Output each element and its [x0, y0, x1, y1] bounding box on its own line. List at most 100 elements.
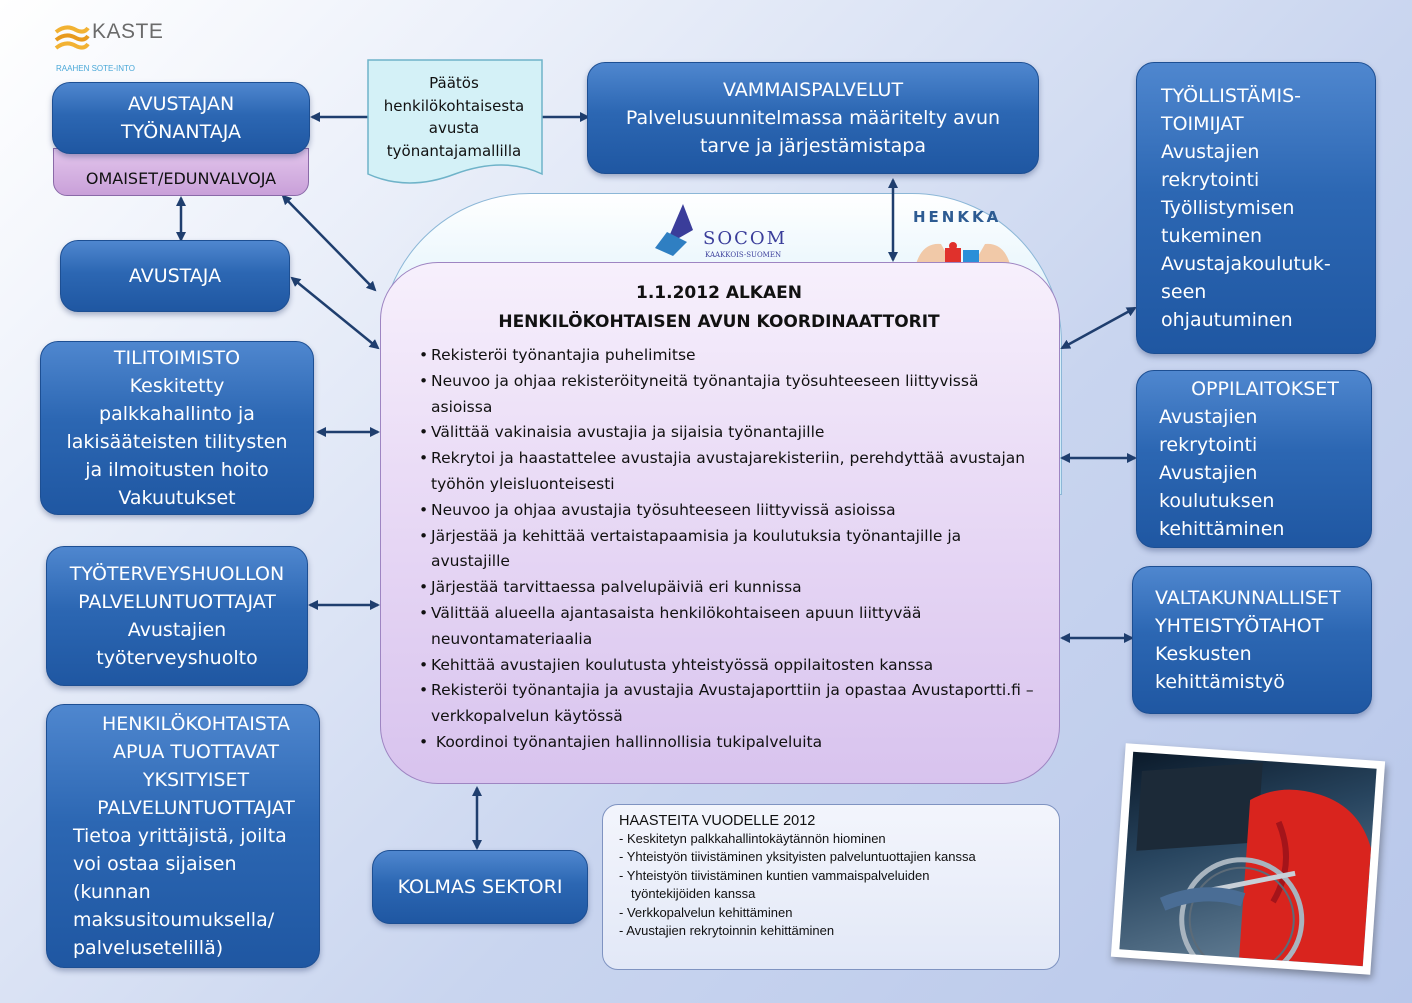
- kaste-logo-sub: RAAHEN SOTE-INTO: [56, 64, 135, 73]
- wheelchair-photo: [1110, 743, 1386, 975]
- haaste-item: - Yhteistyön tiivistäminen yksityisten p…: [619, 849, 976, 865]
- box-title: TILITOIMISTO: [113, 347, 241, 369]
- haasteita-title: HAASTEITA VUODELLE 2012: [619, 813, 816, 829]
- task-item: Järjestää tarvittaessa palvelupäiviä eri…: [417, 575, 1039, 601]
- box-line: palvelusetelillä): [73, 937, 224, 959]
- box-title: TOIMIJAT: [1161, 113, 1244, 135]
- box-line: Palvelusuunnitelmassa määritelty avun: [625, 107, 1001, 129]
- task-item: Rekisteröi työnantajia puhelimitse: [417, 343, 1039, 369]
- wheelchair-photo-image: [1119, 751, 1377, 967]
- box-title: YHTEISTYÖTAHOT: [1155, 615, 1324, 637]
- center-subtitle: HENKILÖKOHTAISEN AVUN KOORDINAATTORIT: [498, 312, 940, 332]
- box-line: palkkahallinto ja: [99, 403, 255, 425]
- haaste-item: - Keskitetyn palkkahallintokäytännön hio…: [619, 831, 886, 846]
- paatos-line: henkilökohtaisesta: [383, 96, 525, 115]
- box-title: APUA TUOTTAVAT: [113, 741, 279, 763]
- box-line: lakisääteisten tilitysten: [66, 431, 288, 453]
- avustaja-box: AVUSTAJA: [60, 240, 290, 312]
- kaste-logo-name: KASTE: [92, 20, 164, 43]
- box-line: seen: [1161, 281, 1207, 303]
- omaiset-edunvalvoja-box: OMAISET/EDUNVALVOJA: [53, 148, 309, 196]
- tilitoimisto-box: TILITOIMISTO Keskitetty palkkahallinto j…: [40, 341, 314, 515]
- box-title: VAMMAISPALVELUT: [722, 79, 904, 101]
- box-title: VALTAKUNNALLISET: [1155, 587, 1341, 609]
- haaste-item: - Avustajien rekrytoinnin kehittäminen: [619, 923, 835, 939]
- box-line: Keskusten: [1155, 643, 1252, 665]
- box-line: tarve ja järjestämistapa: [699, 135, 926, 157]
- valtakunnalliset-box: VALTAKUNNALLISET YHTEISTYÖTAHOT Keskuste…: [1132, 566, 1372, 714]
- avustajan-tyonantaja-box: AVUSTAJAN TYÖNANTAJA: [52, 82, 310, 154]
- box-line: rekrytointi: [1159, 434, 1258, 456]
- task-list: Rekisteröi työnantajia puhelimitse Neuvo…: [417, 343, 1039, 756]
- henkka-logo-name: HENKKA: [913, 208, 1002, 226]
- task-item: Neuvoo ja ohjaa avustajia työsuhteeseen …: [417, 498, 1039, 524]
- paatos-text: Päätös henkilökohtaisesta avusta työnant…: [368, 72, 540, 162]
- tyoterveys-box: TYÖTERVEYSHUOLLON PALVELUNTUOTTAJAT Avus…: [46, 546, 308, 686]
- box-line: TYÖNANTAJA: [121, 121, 241, 143]
- kolmas-sektori-box: KOLMAS SEKTORI: [372, 850, 588, 924]
- box-line: Avustajien: [127, 619, 227, 641]
- oppilaitokset-box: OPPILAITOKSET Avustajien rekrytointi Avu…: [1136, 370, 1372, 548]
- omaiset-label: OMAISET/EDUNVALVOJA: [85, 169, 277, 188]
- socom-logo-sub: KAAKKOIS-SUOMEN: [705, 251, 782, 259]
- haasteita-box: HAASTEITA VUODELLE 2012 - Keskitetyn pal…: [602, 804, 1060, 970]
- task-item: Kehittää avustajien koulutusta yhteistyö…: [417, 653, 1039, 679]
- box-line: Keskitetty: [129, 375, 225, 397]
- box-line: tukeminen: [1161, 225, 1263, 247]
- kaste-logo: KASTE RAAHEN SOTE-INTO: [54, 20, 184, 76]
- box-line: ohjautuminen: [1161, 309, 1293, 331]
- center-title: 1.1.2012 ALKAEN: [636, 283, 802, 303]
- wheelchair-user-illustration: [1136, 762, 1372, 967]
- box-line: ja ilmoitusten hoito: [85, 459, 269, 481]
- haaste-item: - Yhteistyön tiivistäminen kuntien vamma…: [619, 867, 930, 883]
- task-item: Neuvoo ja ohjaa rekisteröityneitä työnan…: [417, 369, 1039, 421]
- box-line: Tietoa yrittäjistä, joilta: [73, 825, 287, 847]
- box-line: Avustajakoulutuk-: [1161, 253, 1331, 275]
- socom-logo-name: SOCOM: [703, 228, 788, 249]
- task-item: Rekisteröi työnantajia ja avustajia Avus…: [417, 678, 1039, 730]
- haaste-item: työntekijöiden kanssa: [631, 886, 756, 902]
- koordinaattorit-box: 1.1.2012 ALKAEN HENKILÖKOHTAISEN AVUN KO…: [380, 262, 1060, 784]
- box-line: koulutuksen: [1159, 490, 1275, 512]
- tyollistamis-toimijat-box: TYÖLLISTÄMIS- TOIMIJAT Avustajien rekryt…: [1136, 62, 1376, 354]
- box-line: Työllistymisen: [1161, 197, 1295, 219]
- paatos-line: avusta: [428, 119, 480, 137]
- box-title: YKSITYISET: [142, 769, 250, 791]
- haaste-item: - Verkkopalvelun kehittäminen: [619, 904, 793, 920]
- box-title: OPPILAITOKSET: [1191, 378, 1339, 400]
- box-title: TYÖLLISTÄMIS-: [1161, 85, 1302, 107]
- box-line: kehittäminen: [1159, 518, 1285, 540]
- box-line: rekrytointi: [1161, 169, 1260, 191]
- paatos-document-shape: [367, 59, 543, 184]
- box-line: Avustajien: [1159, 406, 1258, 428]
- task-item: Rekrytoi ja haastattelee avustajia avust…: [417, 446, 1039, 498]
- socom-logo: SOCOM KAAKKOIS-SUOMEN: [653, 202, 793, 262]
- box-line: kehittämistyö: [1155, 671, 1285, 693]
- socom-logo-icon: [655, 204, 693, 256]
- box-title: TYÖTERVEYSHUOLLON: [69, 563, 285, 585]
- box-title: HENKILÖKOHTAISTA: [101, 713, 290, 735]
- box-line: Avustajien: [1159, 462, 1258, 484]
- box-title: PALVELUNTUOTTAJAT: [97, 797, 295, 819]
- box-line: työterveyshuolto: [96, 647, 258, 669]
- box-line: AVUSTAJAN: [127, 93, 235, 115]
- arrow-center-tyollistamis: [1060, 306, 1137, 350]
- box-line: maksusitoumuksella/: [73, 909, 275, 931]
- paatos-line: työnantajamallilla: [386, 141, 522, 160]
- task-item: Koordinoi työnantajien hallinnollisia tu…: [417, 730, 1039, 756]
- task-item: Välittää vakinaisia avustajia ja sijaisi…: [417, 420, 1039, 446]
- yksityiset-palveluntuottajat-box: HENKILÖKOHTAISTA APUA TUOTTAVAT YKSITYIS…: [46, 704, 320, 968]
- arrow-avustaja-center: [290, 276, 380, 350]
- task-item: Järjestää ja kehittää vertaistapaamisia …: [417, 524, 1039, 576]
- vammaispalvelut-box: VAMMAISPALVELUT Palvelusuunnitelmassa mä…: [587, 62, 1039, 174]
- box-line: (kunnan: [73, 881, 151, 903]
- box-title: PALVELUNTUOTTAJAT: [78, 591, 276, 613]
- box-title: KOLMAS SEKTORI: [397, 876, 563, 898]
- box-title: AVUSTAJA: [128, 265, 222, 287]
- box-line: Vakuutukset: [118, 487, 236, 509]
- paatos-line: Päätös: [429, 74, 479, 92]
- kaste-logo-icon: [54, 25, 90, 50]
- arrow-omaiset-center: [281, 194, 377, 292]
- box-line: Avustajien: [1161, 141, 1260, 163]
